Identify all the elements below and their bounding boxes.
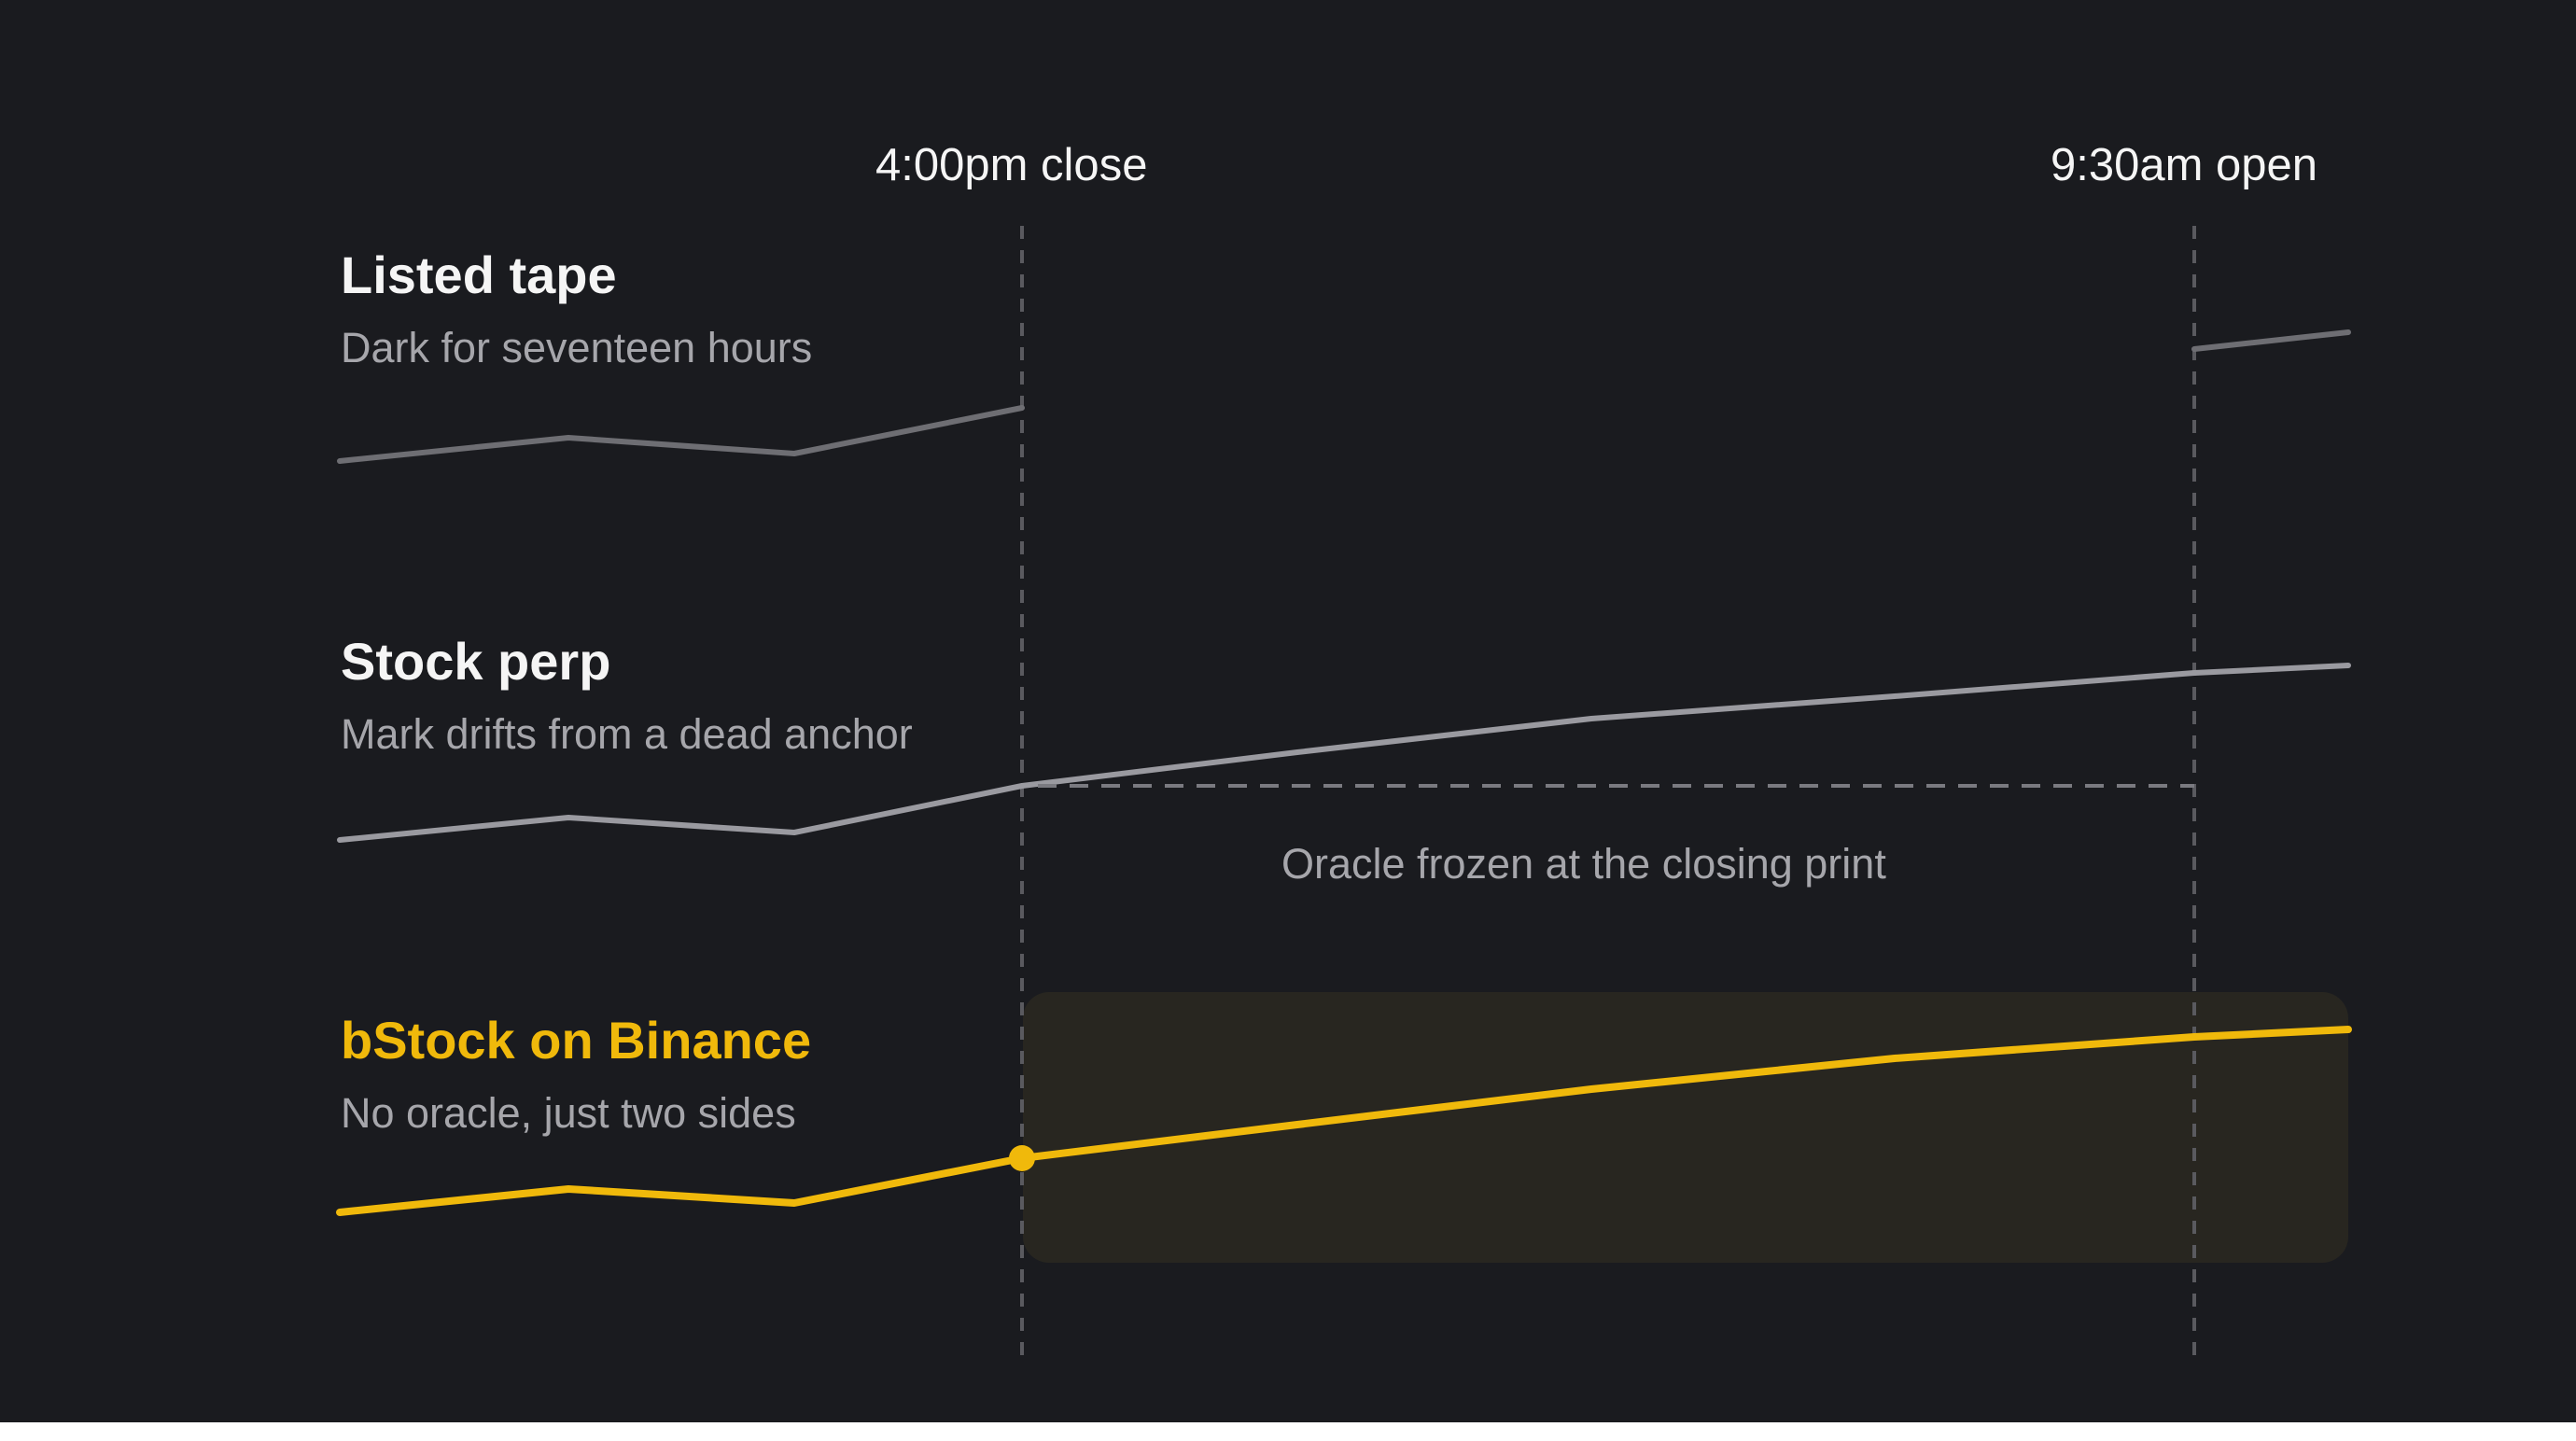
- listed-tape-title: Listed tape: [341, 245, 617, 304]
- listed-tape-line-day: [337, 405, 1025, 464]
- close-marker-label: 4:00pm close: [875, 140, 1148, 190]
- bstock-after-hours-region: [1023, 992, 2348, 1263]
- bstock-subtitle: No oracle, just two sides: [341, 1089, 796, 1137]
- stock-perp-subtitle: Mark drifts from a dead anchor: [341, 710, 913, 758]
- oracle-frozen-note: Oracle frozen at the closing print: [1281, 840, 1886, 888]
- bstock-close-point: [1009, 1145, 1035, 1171]
- listed-tape-subtitle: Dark for seventeen hours: [341, 324, 813, 371]
- bstock-title: bStock on Binance: [341, 1011, 812, 1070]
- stock-perp-title: Stock perp: [341, 632, 611, 691]
- open-marker-label: 9:30am open: [2051, 140, 2318, 190]
- bstock-line: [336, 1026, 2352, 1216]
- stock-perp-line: [337, 663, 2351, 843]
- listed-tape-line-next-day: [2191, 329, 2351, 352]
